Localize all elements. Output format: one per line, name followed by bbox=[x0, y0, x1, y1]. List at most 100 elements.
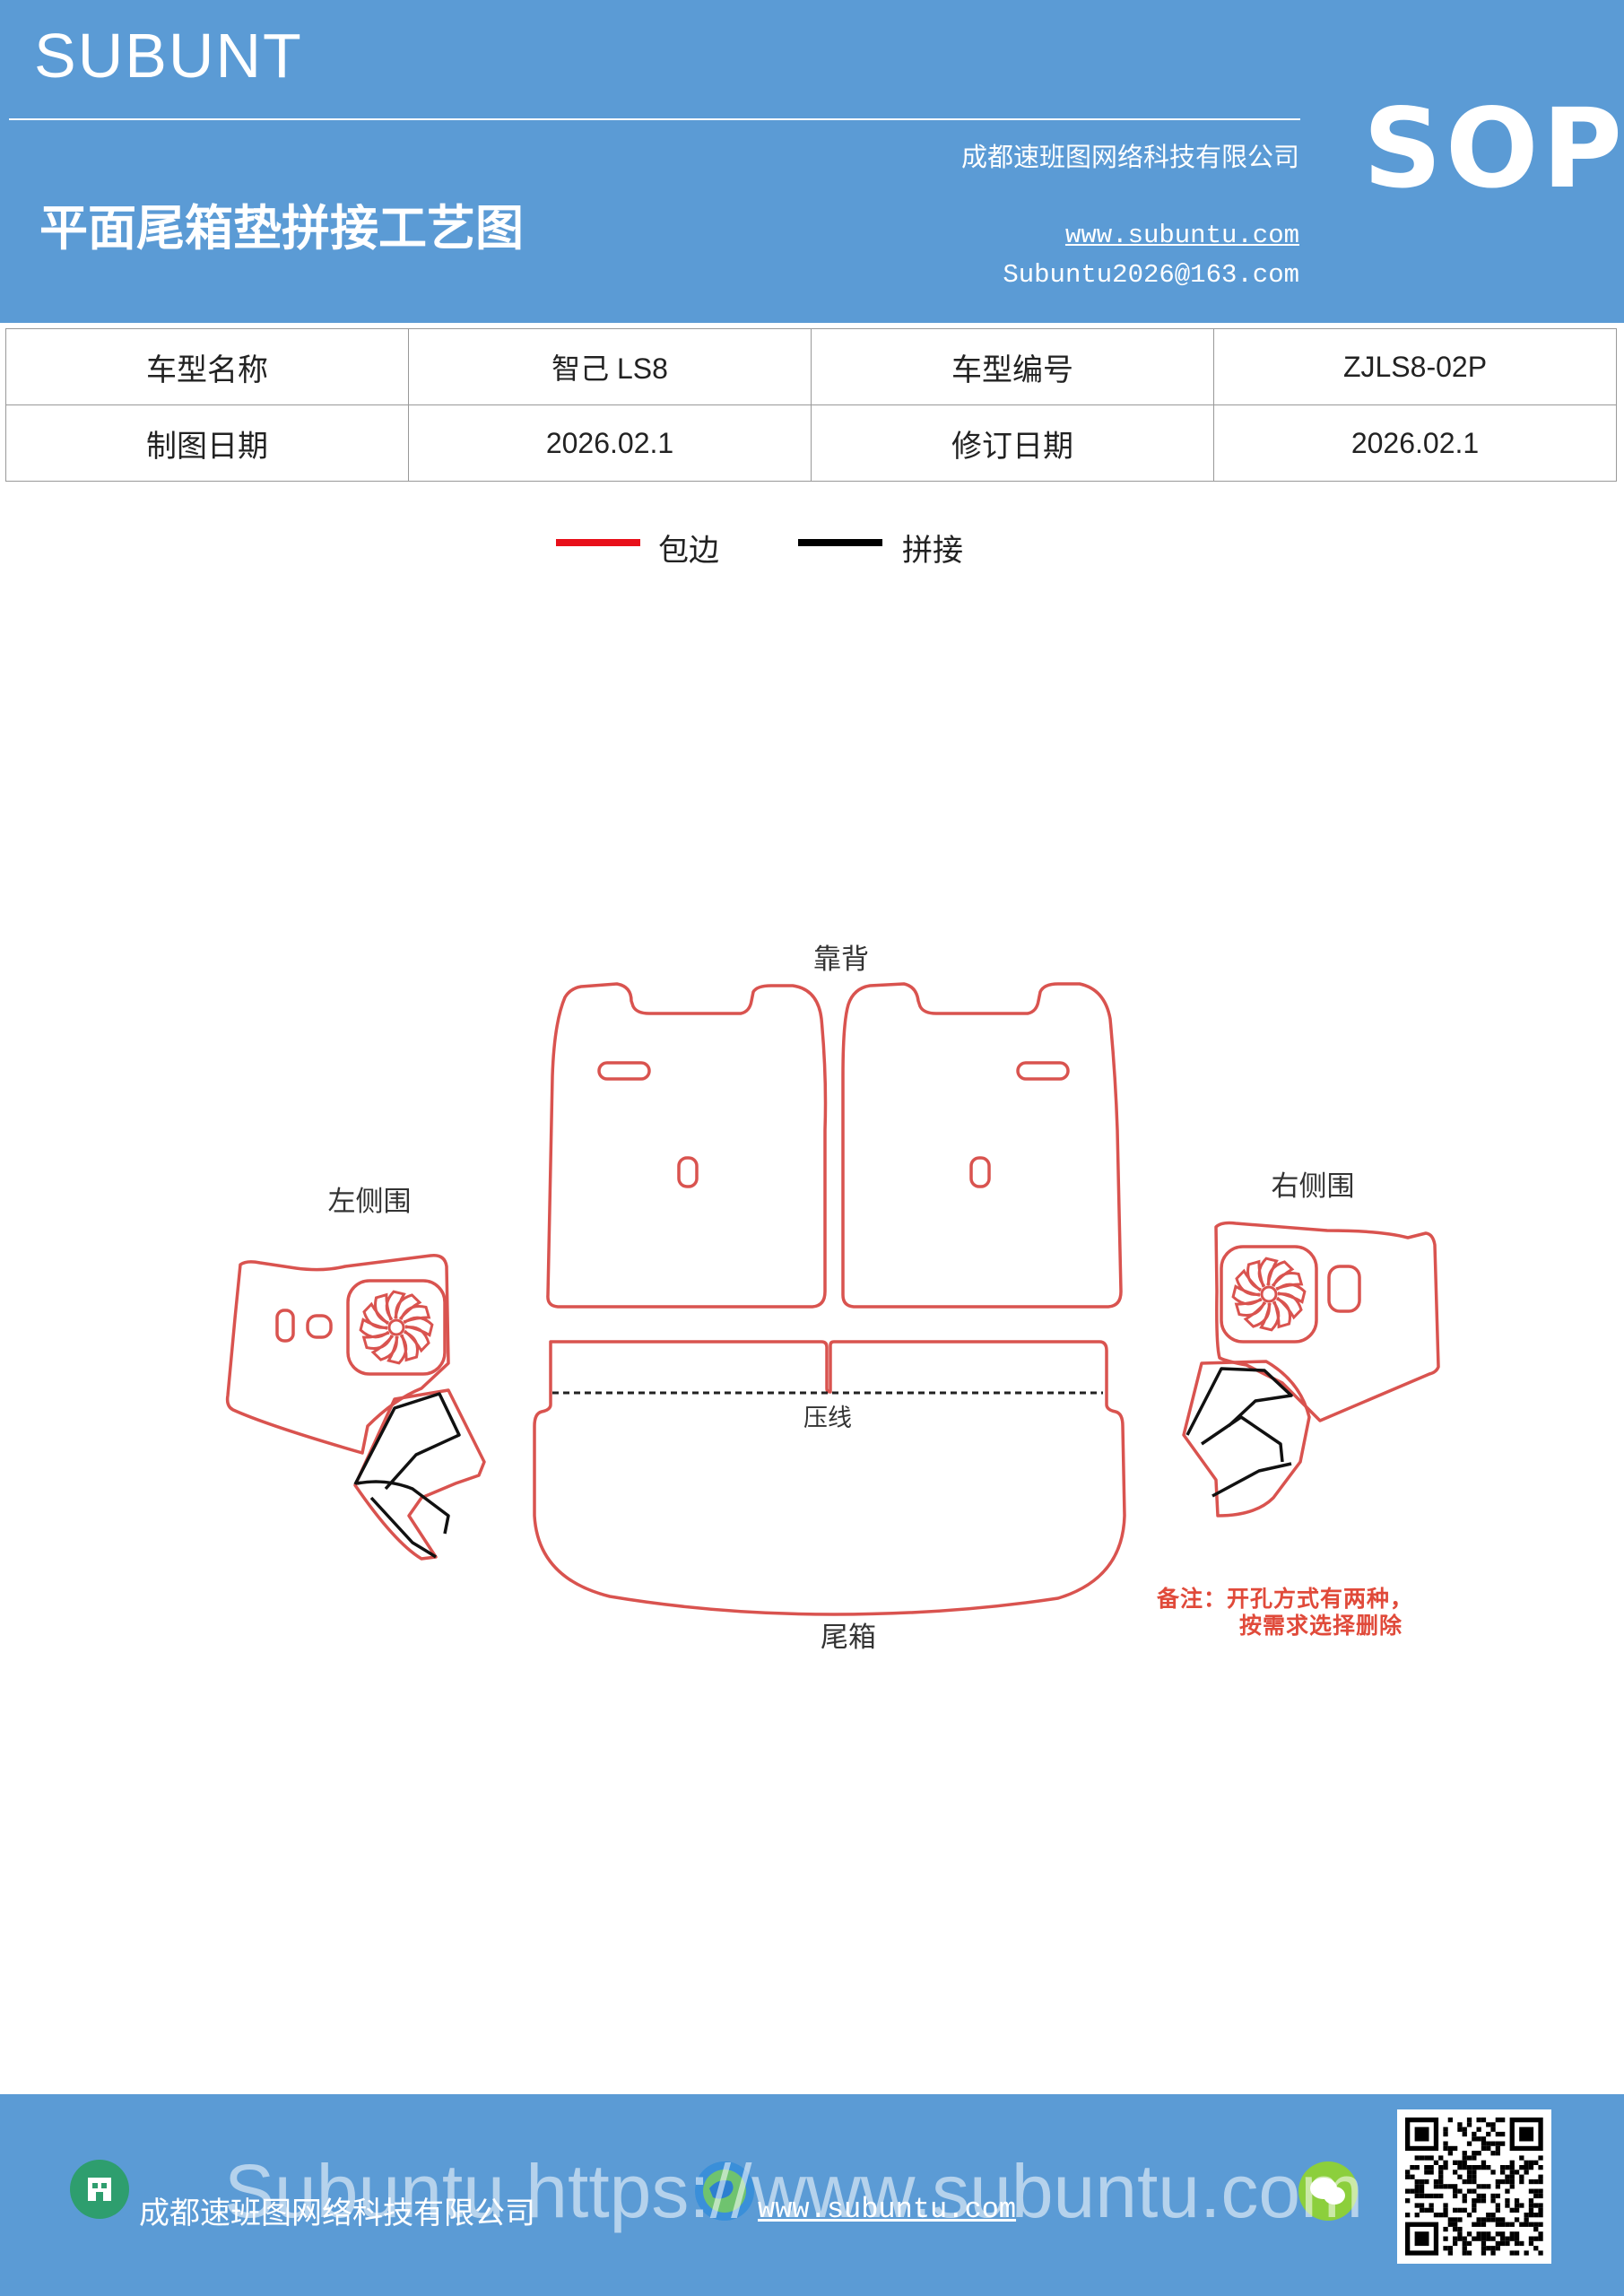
qr-module bbox=[1519, 2174, 1524, 2179]
qr-module bbox=[1500, 2179, 1506, 2185]
slot-hole bbox=[1327, 1265, 1361, 1313]
qr-module bbox=[1433, 2160, 1439, 2165]
qr-module bbox=[1476, 2165, 1481, 2170]
qr-module bbox=[1462, 2246, 1467, 2251]
qr-module bbox=[1481, 2145, 1487, 2152]
qr-module bbox=[1481, 2240, 1487, 2247]
table-cell: ZJLS8-02P bbox=[1213, 328, 1617, 405]
qr-module bbox=[1514, 2217, 1520, 2222]
qr-module bbox=[1495, 2203, 1500, 2208]
slot-hole bbox=[677, 1156, 699, 1188]
qr-module bbox=[1538, 2236, 1543, 2241]
qr-module bbox=[1519, 2179, 1524, 2185]
qr-module bbox=[1505, 2203, 1510, 2208]
building-icon bbox=[70, 2160, 129, 2219]
legend-label-splice: 拼接 bbox=[902, 533, 963, 569]
table-cell: 智己 LS8 bbox=[408, 328, 812, 405]
qr-module bbox=[1486, 2231, 1491, 2237]
qr-module bbox=[1528, 2160, 1534, 2165]
qr-module bbox=[1514, 2236, 1520, 2241]
qr-module bbox=[1429, 2155, 1434, 2161]
qr-module bbox=[1466, 2174, 1472, 2179]
qr-module bbox=[1495, 2193, 1500, 2199]
vent-hub bbox=[1260, 1285, 1278, 1303]
qr-module bbox=[1443, 2203, 1448, 2208]
qr-module bbox=[1490, 2151, 1496, 2156]
qr-module bbox=[1538, 2165, 1543, 2170]
qr-module bbox=[1457, 2160, 1463, 2165]
qr-module bbox=[1514, 2203, 1520, 2208]
qr-module bbox=[1533, 2160, 1539, 2165]
qr-module bbox=[1538, 2231, 1543, 2237]
qr-module bbox=[1438, 2193, 1444, 2199]
qr-module bbox=[1405, 2170, 1411, 2175]
splice-seam bbox=[1201, 1415, 1284, 1463]
qr-module bbox=[1519, 2203, 1524, 2208]
qr-module bbox=[1524, 2213, 1529, 2218]
qr-module bbox=[1466, 2179, 1472, 2185]
qr-module bbox=[1472, 2136, 1477, 2142]
backrest-left-panel bbox=[546, 982, 828, 1309]
qr-module bbox=[1476, 2236, 1481, 2241]
qr-module bbox=[1453, 2160, 1458, 2165]
footer-url[interactable]: www.subuntu.com bbox=[758, 2193, 1017, 2226]
company-name: 成都速班图网络科技有限公司 bbox=[960, 142, 1299, 172]
qr-module bbox=[1443, 2141, 1448, 2146]
qr-module bbox=[1410, 2174, 1415, 2179]
qr-module bbox=[1414, 2184, 1420, 2189]
qr-module bbox=[1533, 2203, 1539, 2208]
qr-module bbox=[1524, 2217, 1529, 2222]
qr-module bbox=[1472, 2207, 1477, 2213]
qr-module bbox=[1462, 2240, 1467, 2247]
remark-line: 按需求选择删除 bbox=[1239, 1613, 1403, 1639]
label-left-side: 左侧围 bbox=[328, 1186, 412, 1218]
qr-module bbox=[1443, 2145, 1448, 2152]
qr-module bbox=[1519, 2155, 1524, 2161]
qr-module bbox=[1528, 2198, 1534, 2204]
qr-module bbox=[1447, 2184, 1453, 2189]
qr-module bbox=[1524, 2250, 1529, 2256]
website-link[interactable]: www.subuntu.com bbox=[1064, 221, 1299, 250]
qr-module bbox=[1414, 2203, 1420, 2208]
qr-module bbox=[1481, 2231, 1487, 2237]
qr-module bbox=[1443, 2160, 1448, 2165]
qr-module bbox=[1462, 2126, 1467, 2132]
qr-module bbox=[1538, 2188, 1543, 2194]
qr-module bbox=[1533, 2226, 1539, 2232]
qr-module bbox=[1457, 2126, 1463, 2132]
qr-module bbox=[1472, 2155, 1477, 2161]
qr-module bbox=[1453, 2207, 1458, 2213]
qr-module bbox=[1476, 2136, 1481, 2142]
qr-module bbox=[1466, 2231, 1472, 2237]
qr-module bbox=[1500, 2231, 1506, 2237]
qr-module bbox=[1481, 2198, 1487, 2204]
qr-module bbox=[1453, 2184, 1458, 2189]
trunk-floor-panel bbox=[533, 1340, 1126, 1616]
qr-module bbox=[1414, 2155, 1420, 2161]
qr-module bbox=[1538, 2250, 1543, 2256]
qr-module bbox=[1514, 2240, 1520, 2247]
qr-module bbox=[1481, 2246, 1487, 2251]
qr-module bbox=[1447, 2118, 1453, 2123]
brand-logo-text: SUBUNT bbox=[34, 21, 303, 91]
qr-module bbox=[1490, 2141, 1496, 2146]
slot-hole bbox=[969, 1156, 991, 1188]
side-extension bbox=[1182, 1360, 1311, 1518]
qr-module bbox=[1528, 2207, 1534, 2213]
qr-module bbox=[1533, 2236, 1539, 2241]
qr-module bbox=[1433, 2179, 1439, 2185]
qr-module bbox=[1495, 2231, 1500, 2237]
qr-module bbox=[1405, 2198, 1411, 2204]
qr-module bbox=[1405, 2174, 1411, 2179]
qr-module bbox=[1424, 2165, 1429, 2170]
qr-module bbox=[1533, 2222, 1539, 2227]
table-cell: 2026.02.1 bbox=[1213, 404, 1617, 482]
qr-module bbox=[1457, 2122, 1463, 2127]
qr-module bbox=[1472, 2179, 1477, 2185]
qr-module bbox=[1443, 2207, 1448, 2213]
qr-module bbox=[1472, 2198, 1477, 2204]
qr-module bbox=[1462, 2236, 1467, 2241]
qr-module bbox=[1462, 2131, 1467, 2137]
qr-module bbox=[1528, 2240, 1534, 2247]
vent-blade bbox=[403, 1316, 434, 1337]
